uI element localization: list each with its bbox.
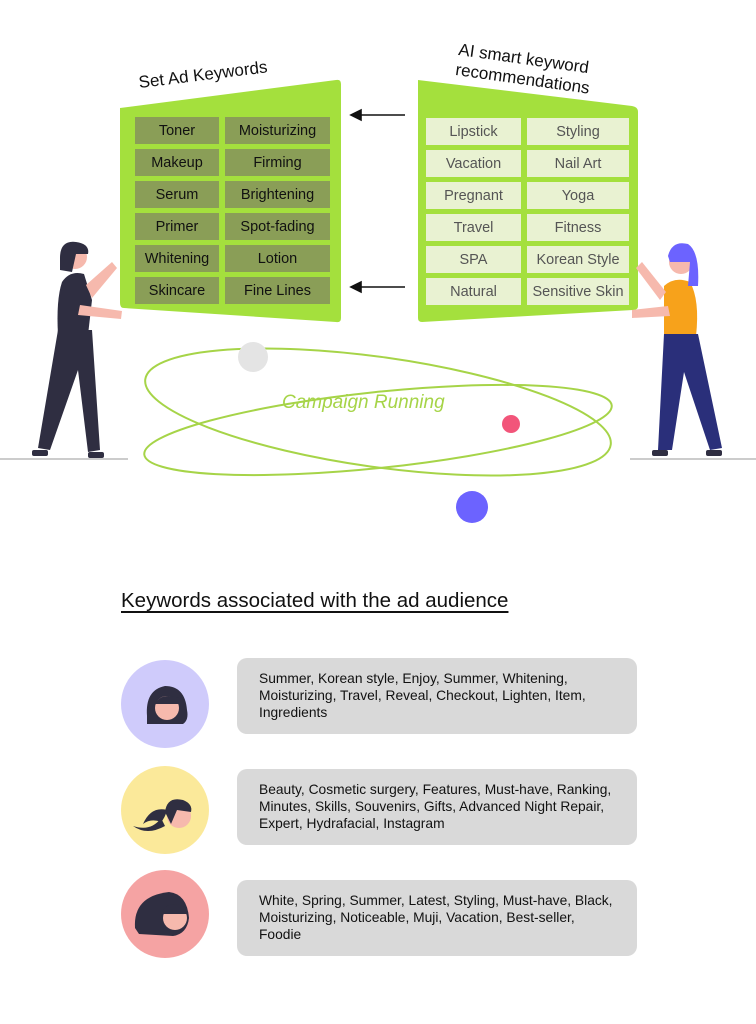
keyword-chip: Whitening: [135, 245, 219, 272]
keyword-chip: Pregnant: [426, 182, 521, 209]
audience-keywords-box: Beauty, Cosmetic surgery, Features, Must…: [237, 769, 637, 845]
keyword-chip: Primer: [135, 213, 219, 240]
keyword-chip: Lotion: [225, 245, 330, 272]
keyword-chip: Sensitive Skin: [527, 278, 629, 305]
keyword-chip: SPA: [426, 246, 521, 273]
audience-row: Beauty, Cosmetic surgery, Features, Must…: [0, 766, 756, 856]
keyword-chip: Travel: [426, 214, 521, 241]
audience-keywords-box: Summer, Korean style, Enjoy, Summer, Whi…: [237, 658, 637, 734]
keyword-chip: Skincare: [135, 277, 219, 304]
keyword-chip: Spot-fading: [225, 213, 330, 240]
keyword-chip: Vacation: [426, 150, 521, 177]
keyword-chip: Toner: [135, 117, 219, 144]
keyword-chip: Brightening: [225, 181, 330, 208]
keyword-chip: Serum: [135, 181, 219, 208]
woman-left-figure: [32, 241, 122, 458]
audience-keywords-box: White, Spring, Summer, Latest, Styling, …: [237, 880, 637, 956]
orbit-ellipse-2: [143, 383, 613, 477]
keyword-chip: Nail Art: [527, 150, 629, 177]
orbit-ellipse-1: [144, 347, 612, 477]
keyword-chip: Yoga: [527, 182, 629, 209]
campaign-running-label: Campaign Running: [282, 392, 445, 413]
keyword-chip: Natural: [426, 278, 521, 305]
audience-row: White, Spring, Summer, Latest, Styling, …: [0, 870, 756, 960]
decor-circle-gray: [238, 342, 268, 372]
audience-section-title: Keywords associated with the ad audience: [121, 589, 509, 612]
woman-short-hair-icon: [121, 870, 209, 958]
keyword-chip: Lipstick: [426, 118, 521, 145]
decor-circle-pink: [502, 415, 520, 433]
keyword-chip: Moisturizing: [225, 117, 330, 144]
set-keywords-grid: Toner Moisturizing Makeup Firming Serum …: [135, 117, 330, 304]
keyword-chip: Firming: [225, 149, 330, 176]
keyword-chip: Fitness: [527, 214, 629, 241]
audience-row: Summer, Korean style, Enjoy, Summer, Whi…: [0, 658, 756, 750]
woman-bob-hair-icon: [121, 660, 209, 748]
keyword-chip: Makeup: [135, 149, 219, 176]
woman-ponytail-icon: [121, 766, 209, 854]
keyword-chip: Fine Lines: [225, 277, 330, 304]
ai-keywords-grid: Lipstick Styling Vacation Nail Art Pregn…: [426, 118, 629, 305]
woman-right-figure: [632, 243, 722, 456]
keyword-chip: Korean Style: [527, 246, 629, 273]
decor-circle-blue: [456, 491, 488, 523]
campaign-illustration: [0, 79, 756, 523]
arrow-icon-top: [349, 108, 405, 122]
keyword-chip: Styling: [527, 118, 629, 145]
arrow-icon-bottom: [349, 280, 405, 294]
